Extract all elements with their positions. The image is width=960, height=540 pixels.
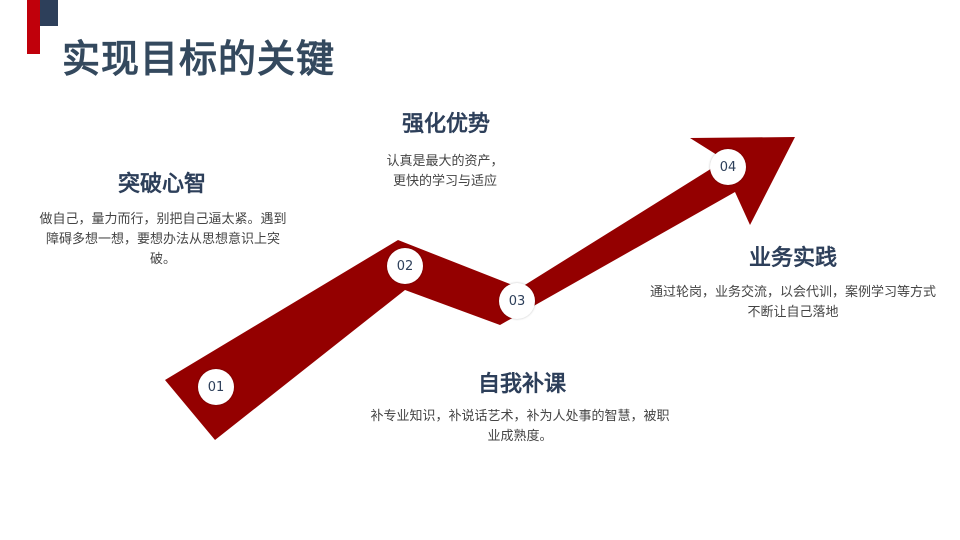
step-04-heading: 业务实践: [748, 246, 837, 271]
step-03-description: 补专业知识，补说话艺术，补为人处事的智慧，被职业成熟度。: [370, 409, 670, 444]
step-02-heading: 强化优势: [401, 112, 490, 137]
step-01-description: 做自己，量力而行，别把自己逼太紧。遇到障碍多想一想，要想办法从思想意识上突破。: [39, 212, 287, 267]
step-01-heading: 突破心智: [117, 172, 206, 197]
corner-accent-red: [27, 0, 40, 54]
zigzag-arrow-body: [165, 137, 795, 440]
step-03-heading: 自我补课: [477, 372, 566, 397]
step-marker-02: 02: [387, 248, 423, 284]
corner-accent-navy: [40, 0, 58, 26]
step-02-description: 认真是最大的资产， 更快的学习与适应: [386, 154, 504, 189]
step-04-description: 通过轮岗，业务交流，以会代训，案例学习等方式不断让自己落地: [649, 285, 936, 320]
step-marker-04: 04: [710, 149, 746, 185]
step-marker-01: 01: [198, 369, 234, 405]
step-marker-03: 03: [499, 283, 535, 319]
page-title: 实现目标的关键: [62, 37, 336, 81]
